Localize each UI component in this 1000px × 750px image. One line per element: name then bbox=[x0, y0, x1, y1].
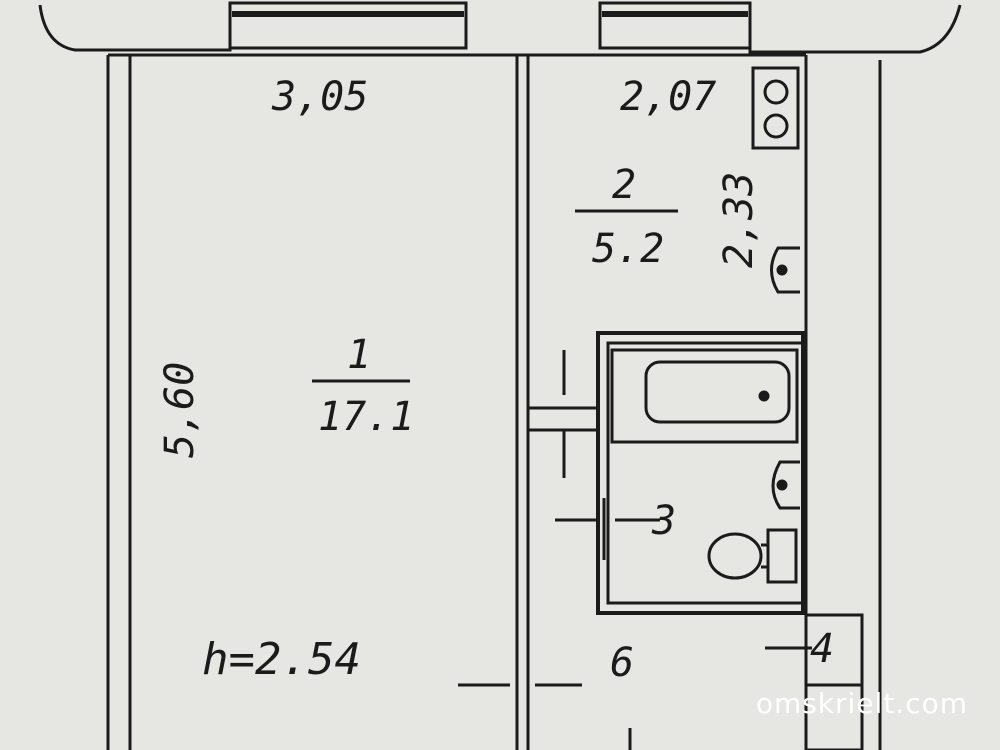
bathroom-wall bbox=[596, 331, 805, 615]
dim-length-room2: 2,33 bbox=[716, 172, 762, 268]
room4-number: 4 bbox=[810, 626, 834, 672]
room1-number: 1 bbox=[347, 332, 371, 378]
watermark: omskrielt.com bbox=[755, 687, 968, 720]
room3-number: 3 bbox=[651, 498, 676, 544]
toilet-tank bbox=[766, 528, 798, 584]
kitchen-sink bbox=[770, 246, 800, 294]
bathtub bbox=[610, 348, 799, 444]
window-right bbox=[598, 1, 752, 50]
room2-area: 5.2 bbox=[592, 226, 664, 272]
room1-area: 17.1 bbox=[318, 394, 414, 440]
stove bbox=[751, 66, 800, 150]
window-left bbox=[228, 1, 468, 50]
closet-4 bbox=[804, 613, 864, 750]
dim-length-room1: 5,60 bbox=[157, 362, 203, 458]
washbasin bbox=[771, 460, 800, 510]
dim-width-room2: 2,07 bbox=[620, 74, 716, 120]
ceiling-height: h=2.54 bbox=[202, 634, 361, 685]
room6-number: 6 bbox=[610, 640, 634, 686]
room2-number: 2 bbox=[612, 162, 636, 208]
dim-width-room1: 3,05 bbox=[271, 74, 368, 120]
top-outline bbox=[38, 4, 232, 52]
